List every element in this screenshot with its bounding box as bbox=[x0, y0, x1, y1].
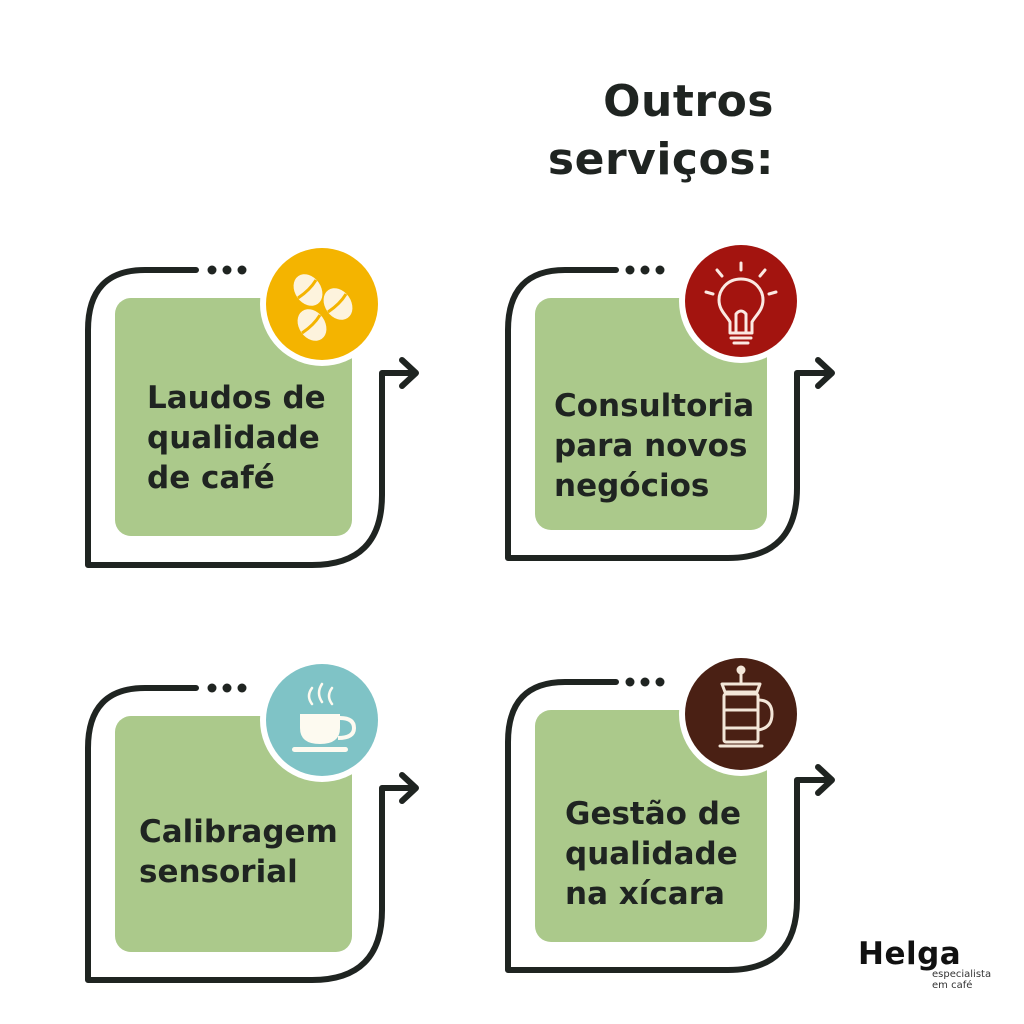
card-gestao-arrow-head-icon bbox=[815, 764, 835, 796]
card-gestao-badge bbox=[685, 658, 797, 770]
card-laudos-frame bbox=[85, 267, 415, 568]
brand-tagline-line-1: especialista bbox=[932, 969, 992, 980]
card-consultoria-panel bbox=[535, 298, 767, 530]
coffee-cup-icon bbox=[292, 682, 357, 752]
card-consultoria-label-line: negócios bbox=[554, 468, 710, 504]
brand-logo: Helga especialista em café bbox=[858, 936, 998, 996]
card-calibragem-panel bbox=[115, 716, 352, 952]
card-consultoria-dots bbox=[625, 265, 665, 275]
card-laudos-label: Laudos de qualidade de café bbox=[147, 378, 326, 498]
card-consultoria-frame bbox=[505, 267, 831, 561]
french-press-icon bbox=[718, 665, 774, 748]
card-gestao-label-line: na xícara bbox=[565, 876, 725, 912]
card-calibragem-dots bbox=[207, 683, 247, 693]
card-laudos-label-line: qualidade bbox=[147, 420, 320, 456]
page-title-line-2: serviços: bbox=[547, 134, 774, 185]
card-calibragem-arrow-head-icon bbox=[399, 772, 419, 804]
card-consultoria-label: Consultoria para novos negócios bbox=[554, 386, 754, 506]
card-laudos-label-line: de café bbox=[147, 460, 275, 496]
coffee-beans-icon bbox=[293, 274, 353, 341]
card-gestao-label: Gestão de qualidade na xícara bbox=[565, 794, 741, 914]
brand-name: Helga bbox=[858, 936, 962, 972]
card-calibragem bbox=[85, 658, 419, 983]
page-title-line-1: Outros bbox=[603, 76, 774, 127]
brand-tagline-line-2: em café bbox=[932, 980, 973, 991]
card-laudos-badge bbox=[266, 248, 378, 360]
card-gestao-frame bbox=[505, 679, 831, 973]
card-calibragem-label-line: sensorial bbox=[139, 854, 298, 890]
card-consultoria bbox=[505, 239, 835, 561]
card-laudos-label-line: Laudos de bbox=[147, 380, 326, 416]
card-gestao-label-line: Gestão de bbox=[565, 796, 741, 832]
card-gestao-label-line: qualidade bbox=[565, 836, 738, 872]
card-calibragem-frame bbox=[85, 685, 415, 983]
card-calibragem-label-line: Calibragem bbox=[139, 814, 338, 850]
lightbulb-icon bbox=[704, 261, 778, 345]
card-laudos bbox=[85, 242, 419, 568]
card-consultoria-label-line: para novos bbox=[554, 428, 748, 464]
card-consultoria-label-line: Consultoria bbox=[554, 388, 755, 424]
card-calibragem-label: Calibragem sensorial bbox=[139, 812, 338, 892]
card-gestao-dots bbox=[625, 677, 665, 687]
card-gestao bbox=[505, 652, 835, 973]
card-laudos-arrow-head-icon bbox=[399, 357, 419, 389]
card-consultoria-badge bbox=[685, 245, 797, 357]
card-consultoria-arrow-head-icon bbox=[815, 357, 835, 389]
card-gestao-panel bbox=[535, 710, 767, 942]
card-laudos-dots bbox=[207, 265, 247, 275]
